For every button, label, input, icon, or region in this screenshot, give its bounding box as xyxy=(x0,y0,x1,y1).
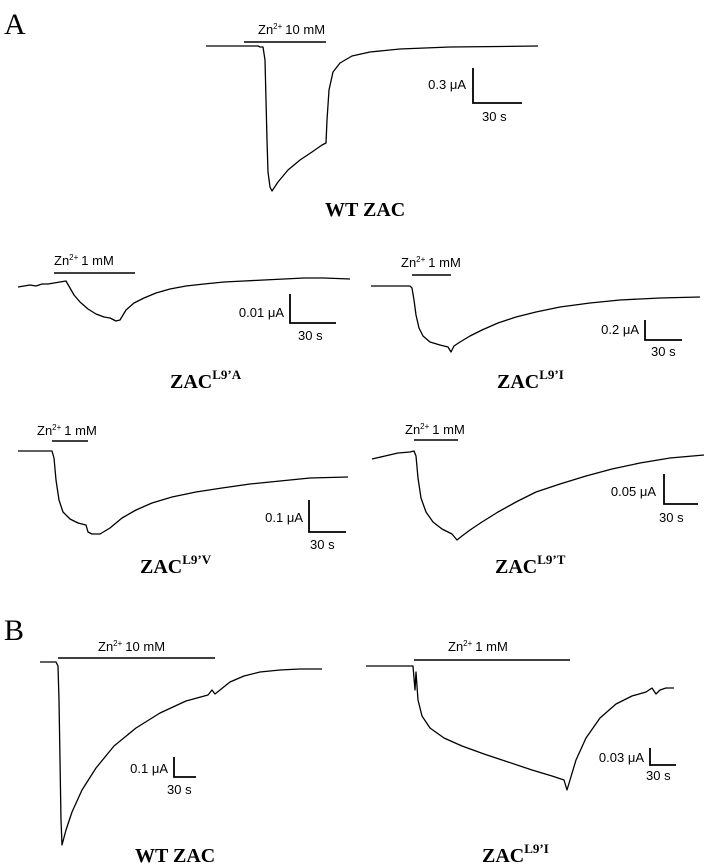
construct-label: ZACL9’I xyxy=(497,367,564,393)
scale-bar xyxy=(308,500,346,533)
application-label: Zn2+1 mM xyxy=(54,253,114,268)
scale-current-label: 0.1 μA xyxy=(130,761,168,776)
scale-current-label: 0.3 μA xyxy=(428,77,466,92)
recording-a-l9i: Zn2+1 mM 0.2 μA 30 s ZACL9’I xyxy=(371,255,701,393)
scale-current-label: 0.1 μA xyxy=(265,510,303,525)
scale-time-label: 30 s xyxy=(310,537,335,552)
construct-label: WT ZAC xyxy=(135,845,215,867)
recording-b-wt: Zn2+10 mM 0.1 μA 30 s WT ZAC xyxy=(40,639,322,867)
current-trace xyxy=(371,285,701,353)
scale-bar xyxy=(289,294,336,324)
recording-a-l9t: Zn2+1 mM 0.05 μA 30 s ZACL9’T xyxy=(371,422,705,578)
panel-label-a: A xyxy=(4,8,26,41)
construct-label: ZACL9’I xyxy=(482,841,549,867)
scale-current-label: 0.05 μA xyxy=(611,484,656,499)
scale-bar xyxy=(644,320,682,341)
scale-bar xyxy=(472,68,522,104)
construct-label: ZACL9’V xyxy=(140,552,212,578)
scale-time-label: 30 s xyxy=(298,328,323,343)
recording-a-l9a: Zn2+1 mM 0.01 μA 30 s ZACL9’A xyxy=(17,253,351,393)
application-label: Zn2+1 mM xyxy=(401,255,461,270)
scale-bar xyxy=(663,474,698,505)
scale-time-label: 30 s xyxy=(167,782,192,797)
current-trace xyxy=(17,277,351,322)
scale-bar xyxy=(173,757,196,778)
application-label: Zn2+10 mM xyxy=(98,639,165,654)
scale-current-label: 0.2 μA xyxy=(601,322,639,337)
scale-time-label: 30 s xyxy=(659,510,684,525)
current-trace xyxy=(366,665,674,791)
current-trace xyxy=(40,661,322,846)
application-label: Zn2+10 mM xyxy=(258,22,325,37)
recording-b-l9i: Zn2+1 mM 0.03 μA 30 s ZACL9’I xyxy=(366,639,676,867)
current-trace xyxy=(206,45,539,192)
construct-label: ZACL9’T xyxy=(495,552,566,578)
scale-current-label: 0.01 μA xyxy=(239,305,284,320)
recording-a-l9v: Zn2+1 mM 0.1 μA 30 s ZACL9’V xyxy=(18,423,349,578)
scale-time-label: 30 s xyxy=(482,109,507,124)
recording-a-wt: Zn2+10 mM 0.3 μA 30 s WT ZAC xyxy=(206,22,539,221)
scale-current-label: 0.03 μA xyxy=(599,750,644,765)
panel-label-b: B xyxy=(4,614,24,647)
current-trace xyxy=(371,450,705,541)
construct-label: ZACL9’A xyxy=(170,367,242,393)
application-label: Zn2+1 mM xyxy=(405,422,465,437)
current-trace xyxy=(18,450,349,535)
scale-time-label: 30 s xyxy=(646,768,671,783)
construct-label: WT ZAC xyxy=(325,199,405,221)
application-label: Zn2+1 mM xyxy=(448,639,508,654)
application-label: Zn2+1 mM xyxy=(37,423,97,438)
scale-bar xyxy=(649,748,676,766)
scale-time-label: 30 s xyxy=(651,344,676,359)
